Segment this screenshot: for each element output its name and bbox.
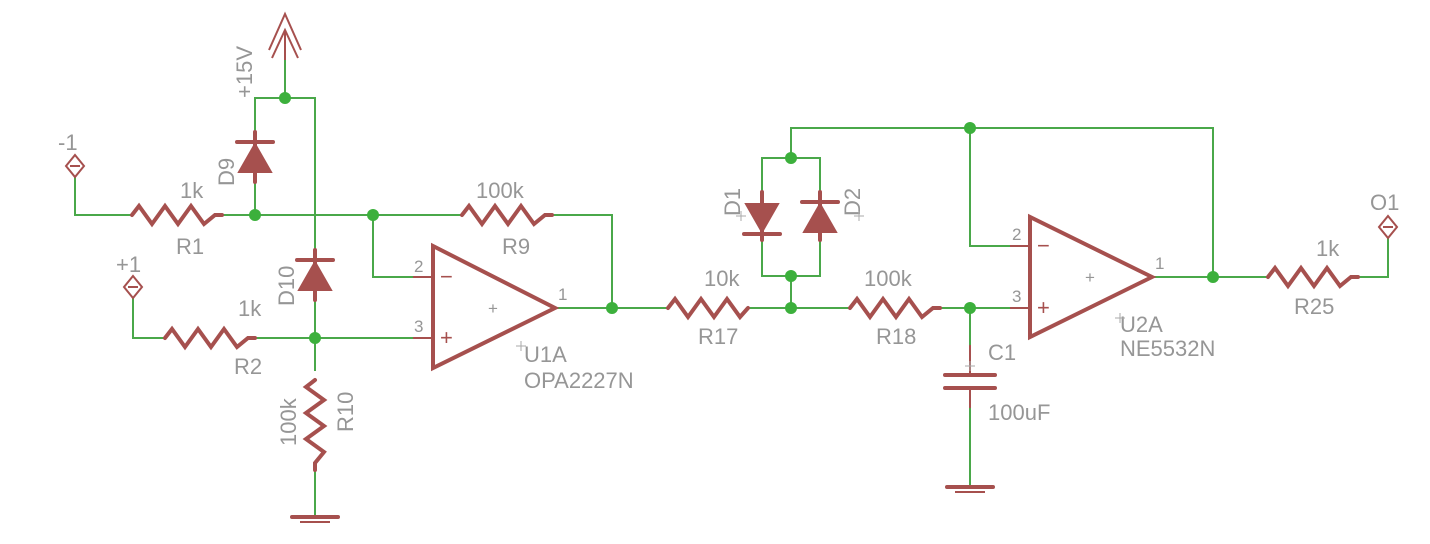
port-out[interactable]: O1 xyxy=(1370,190,1399,240)
supply-15v: +15V xyxy=(232,11,302,98)
u1-name: U1A xyxy=(524,342,567,367)
opamp-u1a: − + + 2 3 1 U1A OPA2227N xyxy=(413,242,634,393)
u1-pin-inv: 2 xyxy=(414,257,423,276)
port-in-plus[interactable]: +1 xyxy=(116,252,144,300)
u1-part: OPA2227N xyxy=(524,368,634,393)
junction-u1-out xyxy=(606,302,618,314)
resistor-icon xyxy=(666,295,750,321)
resistor-icon xyxy=(1266,264,1360,290)
r10-value: 100k xyxy=(276,397,301,446)
junction-bridge-node xyxy=(785,302,797,314)
resistor-r18: 100k R18 xyxy=(848,266,942,349)
port-diamond-icon xyxy=(1377,214,1399,240)
resistor-icon xyxy=(302,378,328,472)
supply-label: +15V xyxy=(232,46,257,98)
junction-u2-out xyxy=(1207,271,1219,283)
resistor-r9: 100k R9 xyxy=(460,178,554,259)
c1-value: 100uF xyxy=(988,400,1050,425)
r18-name: R18 xyxy=(876,324,916,349)
junction-d10 xyxy=(309,332,321,344)
diode-d2: D2 xyxy=(800,188,865,242)
supply-arrow-icon xyxy=(268,11,302,51)
wire-out xyxy=(1357,237,1389,278)
u2-pin-noninv: 3 xyxy=(1012,287,1021,306)
port-label-in-plus: +1 xyxy=(116,252,141,277)
resistor-r2: 1k R2 xyxy=(163,296,262,379)
junction-feedback xyxy=(964,122,976,134)
wire-u2-inv xyxy=(969,127,1011,247)
svg-text:+: + xyxy=(1037,295,1050,320)
port-label-out: O1 xyxy=(1370,190,1399,215)
svg-text:−: − xyxy=(1037,233,1050,258)
opamp-u2a: − + + 2 3 1 U2A NE5532N xyxy=(1010,213,1215,361)
u2-pin-out: 1 xyxy=(1155,254,1164,273)
u2-name: U2A xyxy=(1120,312,1163,337)
c1-name: C1 xyxy=(988,340,1016,365)
wire-in-minus xyxy=(74,176,133,216)
diode-d1: D1 xyxy=(720,188,782,242)
junction-bridge-top xyxy=(785,152,797,164)
resistor-icon xyxy=(848,295,942,321)
junctions xyxy=(249,92,1219,344)
r2-name: R2 xyxy=(234,354,262,379)
resistor-icon xyxy=(130,202,224,228)
r25-name: R25 xyxy=(1294,294,1334,319)
d2-label: D2 xyxy=(840,188,865,216)
wire-u1-inv xyxy=(372,214,414,278)
resistor-r25: 1k R25 xyxy=(1266,236,1360,319)
u1-pin-out: 1 xyxy=(558,285,567,304)
junction-c1 xyxy=(964,302,976,314)
wire-feedback-top xyxy=(790,127,1214,278)
opamp-icon xyxy=(431,242,560,372)
opamp-icon xyxy=(1028,213,1157,341)
r1-name: R1 xyxy=(176,234,204,259)
u1-pin-noninv: 3 xyxy=(414,317,423,336)
r25-value: 1k xyxy=(1316,236,1340,261)
r10-name: R10 xyxy=(333,392,358,432)
resistor-r10: 100k R10 xyxy=(276,378,358,472)
svg-text:+: + xyxy=(488,299,498,318)
wire-in-plus xyxy=(132,297,166,339)
r9-value: 100k xyxy=(476,178,525,203)
port-in-minus[interactable]: -1 xyxy=(58,130,86,179)
d10-label: D10 xyxy=(274,266,299,306)
r17-name: R17 xyxy=(698,324,738,349)
resistor-r1: 1k R1 xyxy=(130,178,224,259)
junction-supply xyxy=(279,92,291,104)
u2-pin-inv: 2 xyxy=(1012,225,1021,244)
resistor-r17: 10k R17 xyxy=(666,266,750,349)
svg-text:+: + xyxy=(440,325,453,350)
port-label-in-minus: -1 xyxy=(58,130,78,155)
port-diamond-icon xyxy=(122,274,144,300)
ground-r10 xyxy=(290,515,340,523)
diode-d10: D10 xyxy=(274,248,335,306)
r2-value: 1k xyxy=(238,296,262,321)
junction-bridge-bottom xyxy=(785,270,797,282)
d9-label: D9 xyxy=(214,158,239,186)
capacitor-c1: C1 100uF xyxy=(943,340,1050,425)
u2-part: NE5532N xyxy=(1120,336,1215,361)
r18-value: 100k xyxy=(864,266,913,291)
r9-name: R9 xyxy=(502,234,530,259)
r17-value: 10k xyxy=(704,266,740,291)
resistor-icon xyxy=(460,202,554,228)
ground-c1 xyxy=(945,485,995,493)
junction-r9 xyxy=(367,209,379,221)
svg-text:+: + xyxy=(1085,268,1095,287)
resistor-icon xyxy=(163,325,257,351)
diode-d9: D9 xyxy=(214,130,275,186)
port-diamond-icon xyxy=(64,153,86,179)
r1-value: 1k xyxy=(180,178,204,203)
wire-r9-out xyxy=(551,214,613,309)
svg-text:−: − xyxy=(440,264,453,289)
junction-d9 xyxy=(249,209,261,221)
